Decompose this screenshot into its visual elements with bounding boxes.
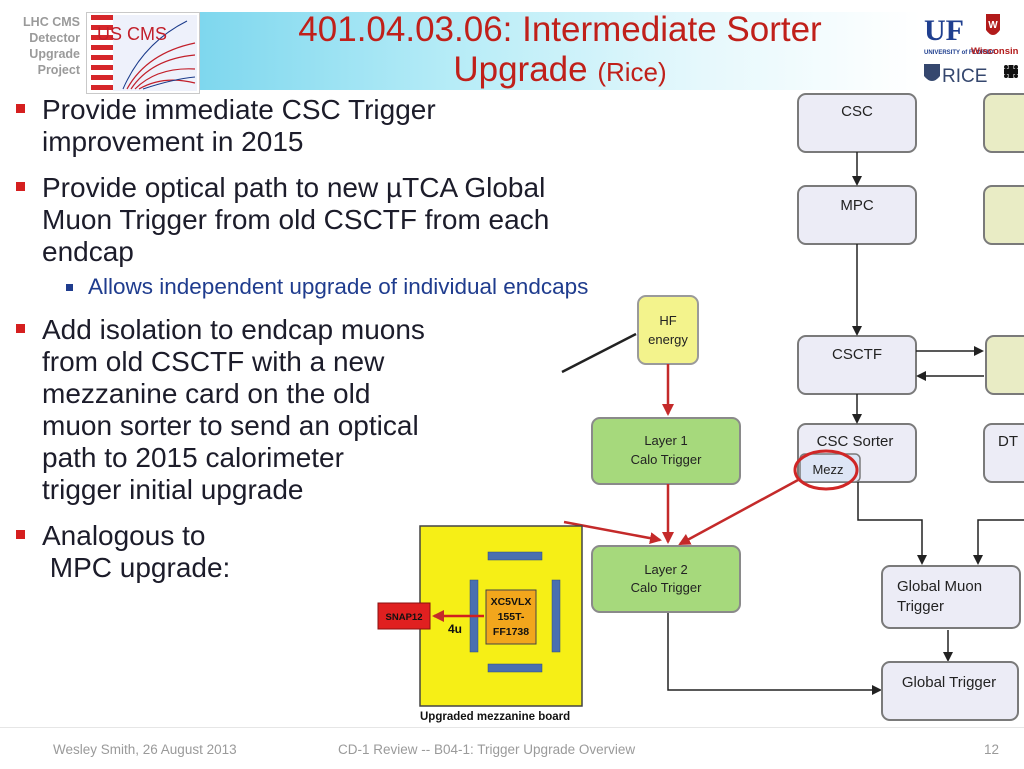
arrow-dt-gmt — [973, 519, 1024, 565]
layer2-label-line1: Layer 2 — [644, 562, 687, 577]
bullet-item: Provide immediate CSC Trigger improvemen… — [14, 94, 614, 158]
slide-footer: Wesley Smith, 26 August 2013 CD-1 Review… — [0, 727, 1024, 769]
board-caption: Upgraded mezzanine board — [420, 711, 570, 723]
sub-bullet-text: Allows independent upgrade of individual… — [88, 274, 589, 299]
project-label-line: LHC CMS — [23, 15, 80, 29]
arrow-l2-gt — [667, 584, 882, 695]
arrow-sorter-gmt — [857, 482, 927, 565]
layer1-label-line1: Layer 1 — [644, 433, 687, 448]
institution-logos: UF UNIVERSITY of FLORIDA W Wisconsin RIC… — [920, 10, 1024, 90]
gmt-label-line2: Trigger — [897, 598, 944, 615]
right-box-2 — [983, 185, 1024, 245]
uscms-logo-graphic: US CMS — [91, 13, 197, 93]
bullet-list: Provide immediate CSC Trigger improvemen… — [14, 94, 614, 598]
slide-title: 401.04.03.06: Intermediate Sorter Upgrad… — [210, 10, 910, 92]
bullet-item: Provide optical path to new µTCA Global … — [14, 172, 614, 268]
mezz-highlight — [793, 449, 859, 491]
rice-shield-icon — [924, 64, 940, 81]
sub-bullet-item: Allows independent upgrade of individual… — [14, 274, 614, 300]
wisconsin-logo: Wisconsin — [971, 46, 1019, 57]
bullet-item: Add isolation to endcap muons from old C… — [14, 314, 614, 506]
bullet-text: Analogous to MPC upgrade: — [42, 520, 614, 584]
board-4u-label: 4u — [448, 622, 462, 636]
bullet-line: mezzanine card on the old — [42, 378, 371, 409]
project-label-line: Upgrade — [29, 47, 80, 61]
snap12-box — [377, 602, 431, 630]
right-box-3 — [985, 335, 1024, 395]
layer1-calo-trigger-box — [591, 417, 741, 485]
bullet-text: Provide optical path to new µTCA Global … — [42, 172, 550, 267]
bullet-text: Provide immediate CSC Trigger improvemen… — [42, 94, 436, 157]
mezz-box — [799, 453, 861, 483]
bullet-text: Add isolation to endcap muons from old C… — [42, 314, 614, 506]
csctf-box — [797, 335, 917, 395]
right-box-1 — [983, 93, 1024, 153]
dt-label: DT — [998, 433, 1018, 450]
mpc-box — [797, 185, 917, 245]
page-number: 12 — [984, 742, 1000, 757]
bullet-marker-icon — [16, 182, 25, 191]
wisconsin-crest-icon — [986, 14, 1000, 35]
slide-title-main: Upgrade — [453, 50, 588, 89]
bullet-marker-icon — [16, 104, 25, 113]
layer1-label-line2: Calo Trigger — [631, 452, 702, 467]
bullet-line: muon sorter to send an optical — [42, 410, 419, 441]
fpga-label-line3: FF1738 — [493, 626, 529, 638]
csc-sorter-label: CSC Sorter — [817, 433, 894, 450]
uscms-logo: US CMS — [86, 12, 200, 94]
svg-text:W: W — [988, 20, 998, 31]
rice-logo: RICE — [942, 66, 987, 87]
global-trigger-box — [881, 661, 1019, 721]
bullet-item: Analogous to MPC upgrade: — [14, 520, 614, 584]
footer-author: Wesley Smith, 26 August 2013 — [53, 742, 237, 757]
bullet-line: Analogous to — [42, 520, 206, 551]
bullet-marker-icon — [16, 324, 25, 333]
hf-label-line1: HF — [659, 313, 676, 328]
bullet-marker-icon — [16, 530, 25, 539]
gt-label: Global Trigger — [902, 674, 996, 691]
fpga-label-line2: 155T- — [498, 611, 525, 623]
bullet-line: Add isolation to endcap muons — [42, 314, 425, 345]
project-label: LHC CMS Detector Upgrade Project — [0, 14, 80, 78]
uf-logo: UF — [924, 14, 964, 47]
csc-box — [797, 93, 917, 153]
bullet-line: path to 2015 calorimeter — [42, 442, 344, 473]
uscms-logo-text: US CMS — [97, 24, 167, 44]
footer-title: CD-1 Review -- B04-1: Trigger Upgrade Ov… — [338, 742, 636, 757]
csctf-label: CSCTF — [832, 346, 882, 363]
slide-title-line1: 401.04.03.06: Intermediate Sorter — [298, 10, 822, 49]
bullet-line: trigger initial upgrade — [42, 474, 304, 505]
dt-box — [983, 423, 1024, 483]
hf-label-line2: energy — [648, 332, 688, 347]
layer2-label-line2: Calo Trigger — [631, 580, 702, 595]
hf-energy-box — [637, 295, 699, 365]
institution-logos-graphic: UF UNIVERSITY of FLORIDA W Wisconsin RIC… — [924, 14, 1019, 87]
snap12-label: SNAP12 — [386, 612, 423, 623]
arrow-mezz-layer2 — [678, 478, 799, 546]
fnal-icon — [1004, 65, 1018, 78]
csc-sorter-box — [797, 423, 917, 483]
fpga-chip — [485, 589, 537, 645]
mezz-label: Mezz — [812, 462, 843, 477]
sub-bullet-marker-icon — [66, 284, 73, 291]
bullet-line: from old CSCTF with a new — [42, 346, 385, 377]
project-label-line: Detector — [29, 31, 80, 45]
mpc-label: MPC — [840, 197, 874, 214]
slide-title-line2: Upgrade (Rice) — [210, 50, 910, 92]
gmt-label-line1: Global Muon — [897, 578, 982, 595]
csc-label: CSC — [841, 103, 873, 120]
florida-logo: UNIVERSITY of FLORIDA — [924, 50, 996, 56]
project-label-line: Project — [37, 63, 80, 77]
bullet-line: MPC upgrade: — [42, 552, 231, 583]
slide-title-subtitle: (Rice) — [597, 57, 667, 87]
global-muon-trigger-box — [881, 565, 1021, 629]
layer2-calo-trigger-box — [591, 545, 741, 613]
title-band — [200, 12, 920, 90]
